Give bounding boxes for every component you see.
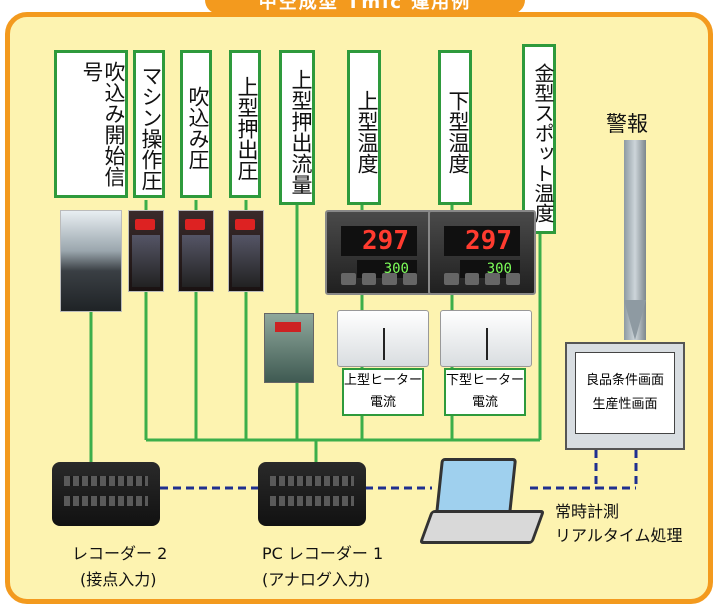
label-text: マシン操作圧 bbox=[139, 65, 163, 191]
laptop-base-image bbox=[418, 510, 546, 544]
recorder-1-image bbox=[258, 462, 366, 526]
label-text: 上型温度 bbox=[355, 89, 379, 174]
upper-temp-pv: 297 bbox=[341, 226, 417, 256]
ammeter-needle bbox=[486, 328, 488, 360]
pc-line2: リアルタイム処理 bbox=[555, 526, 683, 545]
recorder-1-sub: (アナログ入力) bbox=[262, 570, 371, 589]
recorder-1-name: PC レコーダー 1 bbox=[262, 544, 384, 563]
alarm-pole-tip bbox=[624, 300, 646, 340]
label-text: 金型スポット温度 bbox=[531, 63, 555, 223]
heater-text: 電流 bbox=[471, 395, 498, 410]
recorder-2-image bbox=[52, 462, 160, 526]
label-text: 下型温度 bbox=[446, 89, 470, 174]
heater-text: 上型ヒーター bbox=[344, 373, 423, 388]
lower-temp-pv: 297 bbox=[444, 226, 520, 256]
laptop-screen-image bbox=[434, 458, 518, 516]
recorder-2-name: レコーダー 2 bbox=[72, 544, 168, 563]
pc-line1: 常時計測 bbox=[555, 502, 620, 521]
terminal-row bbox=[270, 476, 354, 486]
gauge-body bbox=[132, 235, 160, 287]
label-blow-start-signal: 吹込み開始信号 bbox=[54, 50, 128, 198]
gauge-lcd bbox=[185, 219, 205, 230]
ammeter-needle bbox=[383, 328, 385, 360]
gauge-body bbox=[182, 235, 210, 287]
label-text: 吹込み開始信号 bbox=[79, 61, 126, 187]
lower-ammeter-image bbox=[440, 310, 532, 367]
terminal-row bbox=[64, 476, 148, 486]
pressure-gauge-image bbox=[228, 210, 264, 292]
terminal-row bbox=[270, 496, 354, 506]
label-upper-die-extrude-pressure: 上型押出圧 bbox=[229, 50, 261, 198]
gauge-body bbox=[232, 235, 260, 287]
label-text: 吹込み圧 bbox=[186, 86, 210, 170]
heater-text: 電流 bbox=[369, 395, 396, 410]
label-text: 上型押出流量 bbox=[289, 68, 313, 195]
banner-title: 中空成型 Tmic 運用例 bbox=[258, 0, 472, 13]
label-upper-die-extrude-flow: 上型押出流量 bbox=[279, 50, 315, 205]
monitor-image: 良品条件画面 生産性画面 bbox=[565, 342, 685, 450]
terminal-row bbox=[64, 496, 148, 506]
lower-heater-label: 下型ヒーター 電流 bbox=[444, 368, 526, 416]
flow-lcd bbox=[275, 322, 301, 332]
label-lower-die-temp: 下型温度 bbox=[438, 50, 472, 205]
title-banner: 中空成型 Tmic 運用例 bbox=[205, 0, 525, 14]
label-die-spot-temp: 金型スポット温度 bbox=[522, 44, 556, 234]
alarm-pole-image bbox=[624, 140, 646, 340]
flow-meter-image bbox=[264, 313, 314, 383]
label-text: 上型押出圧 bbox=[235, 75, 259, 181]
upper-temp-controller: 297 300 bbox=[325, 210, 433, 295]
label-machine-pressure: マシン操作圧 bbox=[133, 50, 165, 198]
relay-image bbox=[60, 210, 122, 312]
monitor-text: 良品条件画面 bbox=[585, 373, 664, 388]
alarm-label: 警報 bbox=[606, 112, 648, 136]
gauge-lcd bbox=[235, 219, 255, 230]
recorder-2-sub: (接点入力) bbox=[80, 570, 157, 589]
heater-text: 下型ヒーター bbox=[446, 373, 525, 388]
monitor-screen: 良品条件画面 生産性画面 bbox=[575, 352, 675, 434]
upper-heater-label: 上型ヒーター 電流 bbox=[342, 368, 424, 416]
controller-buttons bbox=[341, 273, 417, 285]
lower-temp-controller: 297 300 bbox=[428, 210, 536, 295]
upper-ammeter-image bbox=[337, 310, 429, 367]
monitor-text: 生産性画面 bbox=[592, 397, 658, 412]
controller-buttons bbox=[444, 273, 520, 285]
pressure-gauge-image bbox=[178, 210, 214, 292]
label-upper-die-temp: 上型温度 bbox=[347, 50, 381, 205]
label-blow-pressure: 吹込み圧 bbox=[180, 50, 212, 198]
pressure-gauge-image bbox=[128, 210, 164, 292]
gauge-lcd bbox=[135, 219, 155, 230]
